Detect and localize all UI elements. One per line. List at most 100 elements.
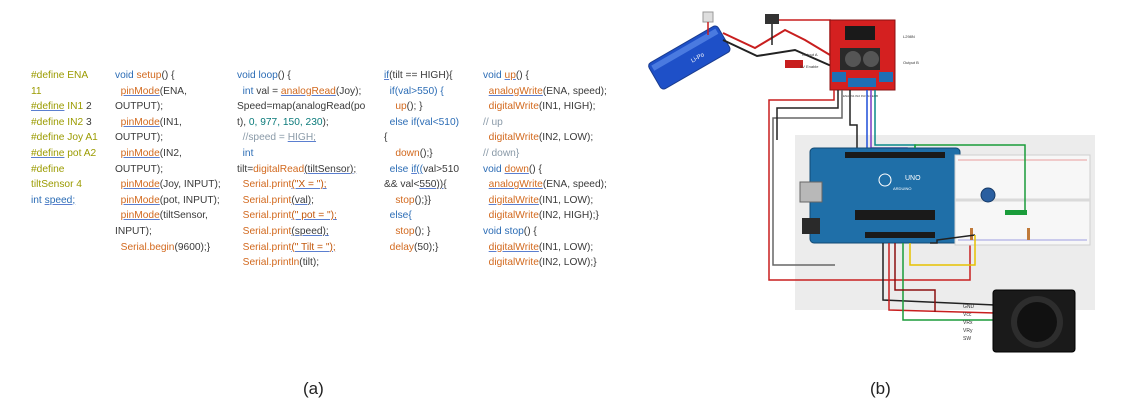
code-token: up	[504, 70, 516, 81]
code-token: // up	[483, 116, 503, 128]
code-token: INPUT);	[115, 225, 152, 237]
code-token: else	[384, 163, 412, 175]
code-line: Serial.print(speed);	[237, 224, 365, 240]
code-token: pinMode	[120, 116, 160, 128]
code-token: setup	[136, 70, 162, 81]
code-line: pinMode(IN2,	[115, 146, 221, 162]
code-line: digitalWrite(IN1, LOW);	[483, 193, 607, 209]
code-token: stop	[395, 225, 415, 237]
code-token: (); }	[414, 225, 431, 237]
code-token: HIGH;	[287, 132, 317, 144]
code-token: void	[483, 70, 505, 81]
code-line: #define pot A2	[31, 146, 98, 162]
code-token: Serial.print	[242, 179, 292, 191]
code-line: delay(50);}	[384, 240, 459, 256]
code-token: 2	[85, 101, 92, 113]
joystick-pin-vry: VRy	[963, 328, 973, 334]
joystick-pin-vcc: Vcc	[963, 312, 972, 318]
code-token: #define Joy A1	[31, 132, 98, 144]
code-token	[384, 148, 395, 159]
code-token: #define	[31, 163, 65, 175]
code-line: #define IN2 3	[31, 115, 98, 131]
code-token: Speed=map(analogRead(po	[237, 101, 366, 113]
code-line: void down() {	[483, 162, 607, 178]
code-token: down	[395, 147, 420, 159]
code-token: () {	[515, 70, 529, 81]
code-line: #define ENA	[31, 68, 98, 84]
joystick-pin-sw: SW	[963, 336, 971, 342]
code-token: OUTPUT);	[115, 101, 164, 113]
code-line: pinMode(pot, INPUT);	[115, 193, 221, 209]
code-line: Serial.begin(9600);}	[115, 240, 221, 256]
code-line: Speed=map(analogRead(po	[237, 99, 365, 115]
code-token: ();}	[419, 147, 433, 159]
code-line: pinMode(ENA,	[115, 84, 221, 100]
code-token: int	[237, 147, 254, 159]
code-token: (tiltSensor,	[159, 210, 208, 222]
code-column-conditions: if(tilt == HIGH){ if(val>550) { up(); } …	[384, 68, 459, 255]
wire-joy-red	[888, 243, 996, 314]
code-line: 11	[31, 84, 98, 100]
battery-wire-black	[722, 39, 846, 73]
code-column-loop: void loop() { int val = analogRead(Joy);…	[237, 68, 365, 271]
code-token: #define	[31, 101, 65, 113]
code-token: pinMode	[120, 179, 160, 191]
code-token: #define ENA	[31, 70, 89, 81]
code-token: digitalWrite	[488, 132, 539, 144]
code-line: analogWrite(ENA, speed);	[483, 177, 607, 193]
code-token: void	[237, 70, 259, 81]
code-token	[384, 101, 395, 112]
code-token: #define	[31, 147, 65, 159]
code-line: void setup() {	[115, 68, 221, 84]
code-line: if(tilt == HIGH){	[384, 68, 459, 84]
code-token: pot A2	[64, 147, 97, 159]
code-line: void up() {	[483, 68, 607, 84]
code-line: #define Joy A1	[31, 130, 98, 146]
code-token: else{	[384, 210, 412, 222]
arduino-label: ARDUINO	[893, 186, 911, 191]
code-token: //speed =	[237, 132, 288, 144]
driver-label-output-a: Output A	[802, 52, 818, 57]
code-line: pinMode(tiltSensor,	[115, 208, 221, 224]
code-token: Serial.print	[242, 225, 292, 237]
wire-driver-black-2	[776, 90, 839, 140]
code-line: digitalWrite(IN1, HIGH);	[483, 99, 607, 115]
code-token: (" pot = ");	[291, 210, 337, 222]
code-line: INPUT);	[115, 224, 221, 240]
code-token: tilt=	[237, 163, 254, 175]
code-token: if	[384, 70, 390, 81]
code-token: (tiltSensor);	[304, 163, 357, 175]
code-line: OUTPUT);	[115, 130, 221, 146]
motor-driver: L298N Output A Output B 5V Enable ENA IN…	[800, 19, 919, 98]
code-token: (IN2, LOW);}	[538, 257, 597, 269]
circuit-diagram: Li-Po L298N Output A Output B 5V Enable …	[648, 11, 1095, 353]
code-token: (ENA, speed);	[542, 179, 607, 191]
code-line: Serial.print(val);	[237, 193, 365, 209]
resistor-1	[970, 228, 973, 240]
code-token: (IN1,	[159, 116, 182, 128]
code-token: analogRead	[280, 85, 336, 97]
code-token: pinMode	[120, 147, 160, 159]
code-line: Serial.print(" pot = ");	[237, 208, 365, 224]
code-line: int speed;	[31, 193, 98, 209]
code-token: 11	[31, 85, 42, 97]
code-line: tiltSensor 4	[31, 177, 98, 193]
code-token: digitalWrite	[488, 101, 539, 113]
potentiometer	[980, 187, 996, 203]
code-token: else if(val<510)	[384, 116, 460, 128]
arduino-logo	[878, 173, 892, 187]
code-token: pinMode	[120, 85, 160, 97]
wire-driver-red	[768, 90, 971, 281]
code-line: t), 0, 977, 150, 230);	[237, 115, 365, 131]
joystick-pin-vrx: VRx	[963, 320, 973, 326]
code-token: stop	[395, 194, 415, 206]
code-token: up	[395, 101, 407, 113]
code-token: if(val>550) {	[384, 85, 444, 97]
code-token: void	[483, 163, 505, 175]
code-token: pinMode	[120, 210, 160, 222]
uno-label: UNO	[905, 175, 921, 182]
code-token: (ENA,	[159, 85, 187, 97]
code-token: && val<	[384, 179, 420, 191]
wire-driver-gray	[772, 90, 843, 266]
code-line: else if((val>510	[384, 162, 459, 178]
